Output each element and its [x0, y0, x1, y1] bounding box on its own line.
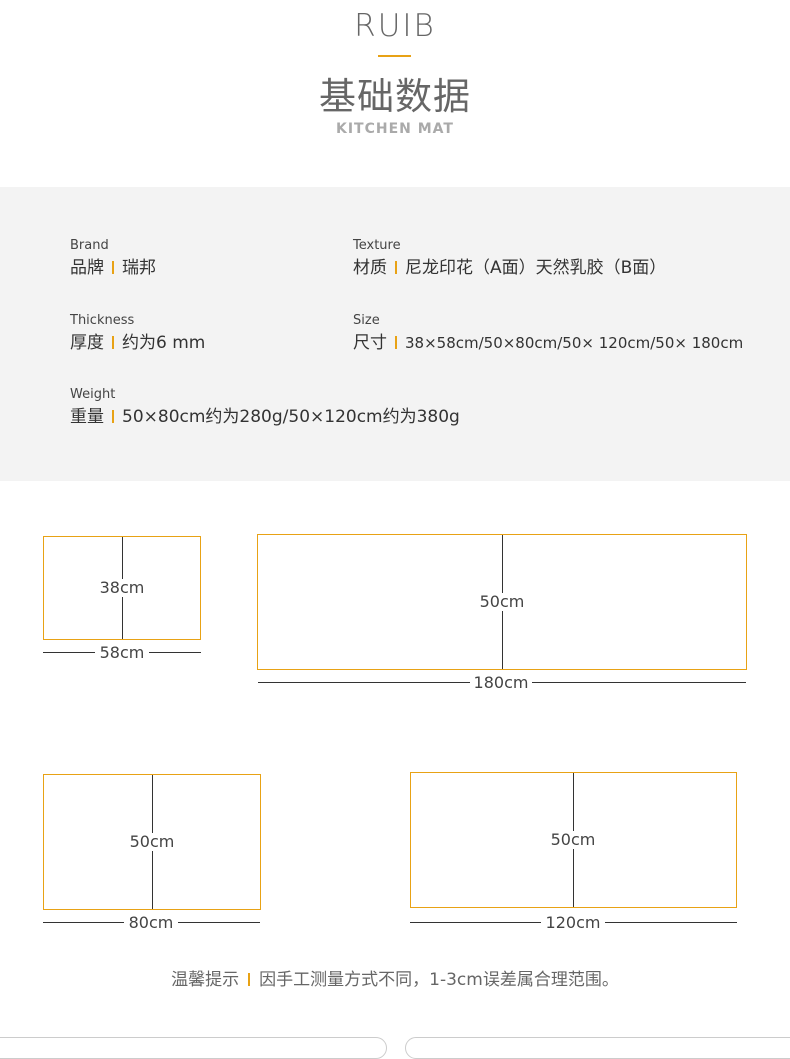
spec-weight-en: Weight — [70, 387, 116, 402]
measurement-note: 温馨提示因手工测量方式不同，1-3cm误差属合理范围。 — [0, 965, 790, 990]
height-label: 50cm — [472, 593, 532, 611]
height-label: 38cm — [92, 579, 152, 597]
spec-texture-text: 尼龙印花（A面）天然乳胶（B面） — [405, 258, 667, 278]
bottom-card-left — [0, 1037, 387, 1059]
height-label: 50cm — [122, 833, 182, 851]
spec-weight-label: 重量 — [70, 407, 104, 427]
note-text: 因手工测量方式不同，1-3cm误差属合理范围。 — [259, 970, 619, 990]
bottom-card-right — [405, 1037, 790, 1059]
spec-brand-value: 品牌瑞邦 — [70, 257, 156, 279]
spec-size-label: 尺寸 — [353, 333, 387, 353]
separator — [395, 261, 397, 274]
separator — [112, 410, 114, 423]
separator — [248, 973, 251, 986]
page-title: 基础数据 — [319, 75, 471, 118]
spec-brand-text: 瑞邦 — [122, 258, 156, 278]
spec-brand-en: Brand — [70, 238, 109, 253]
separator — [395, 336, 397, 349]
spec-thickness: Thickness 厚度约为6 mm — [70, 313, 205, 354]
spec-size-en: Size — [353, 313, 380, 328]
spec-weight-text: 50×80cm约为280g/50×120cm约为380g — [122, 407, 460, 427]
separator — [112, 336, 114, 349]
spec-texture: Texture 材质尼龙印花（A面）天然乳胶（B面） — [353, 238, 666, 279]
spec-brand: Brand 品牌瑞邦 — [70, 238, 156, 279]
page-subtitle: KITCHEN MAT — [336, 121, 454, 137]
width-label: 180cm — [470, 674, 532, 692]
spec-panel: Brand 品牌瑞邦 Texture 材质尼龙印花（A面）天然乳胶（B面） Th… — [0, 187, 790, 481]
width-label: 120cm — [541, 914, 605, 932]
spec-thickness-label: 厚度 — [70, 333, 104, 353]
spec-brand-label: 品牌 — [70, 258, 104, 278]
spec-thickness-en: Thickness — [70, 313, 135, 328]
spec-size: Size 尺寸 38×58cm/50×80cm/50× 120cm/50× 180… — [353, 313, 743, 354]
note-label: 温馨提示 — [171, 970, 240, 990]
spec-texture-value: 材质尼龙印花（A面）天然乳胶（B面） — [353, 257, 666, 279]
spec-thickness-value: 厚度约为6 mm — [70, 332, 205, 354]
accent-divider — [378, 55, 411, 57]
separator — [112, 261, 114, 274]
height-label: 50cm — [543, 831, 603, 849]
spec-size-value: 尺寸 38×58cm/50×80cm/50× 120cm/50× 180cm — [353, 332, 743, 354]
spec-thickness-text: 约为6 mm — [122, 333, 206, 353]
width-label: 58cm — [95, 644, 149, 662]
spec-weight: Weight 重量 50×80cm约为280g/50×120cm约为380g — [70, 387, 460, 428]
spec-texture-en: Texture — [353, 238, 401, 253]
spec-size-text: 38×58cm/50×80cm/50× 120cm/50× 180cm — [405, 334, 744, 352]
spec-texture-label: 材质 — [353, 258, 387, 278]
brand-name: RUIB — [354, 8, 436, 44]
spec-weight-value: 重量 50×80cm约为280g/50×120cm约为380g — [70, 406, 460, 428]
width-label: 80cm — [124, 914, 178, 932]
